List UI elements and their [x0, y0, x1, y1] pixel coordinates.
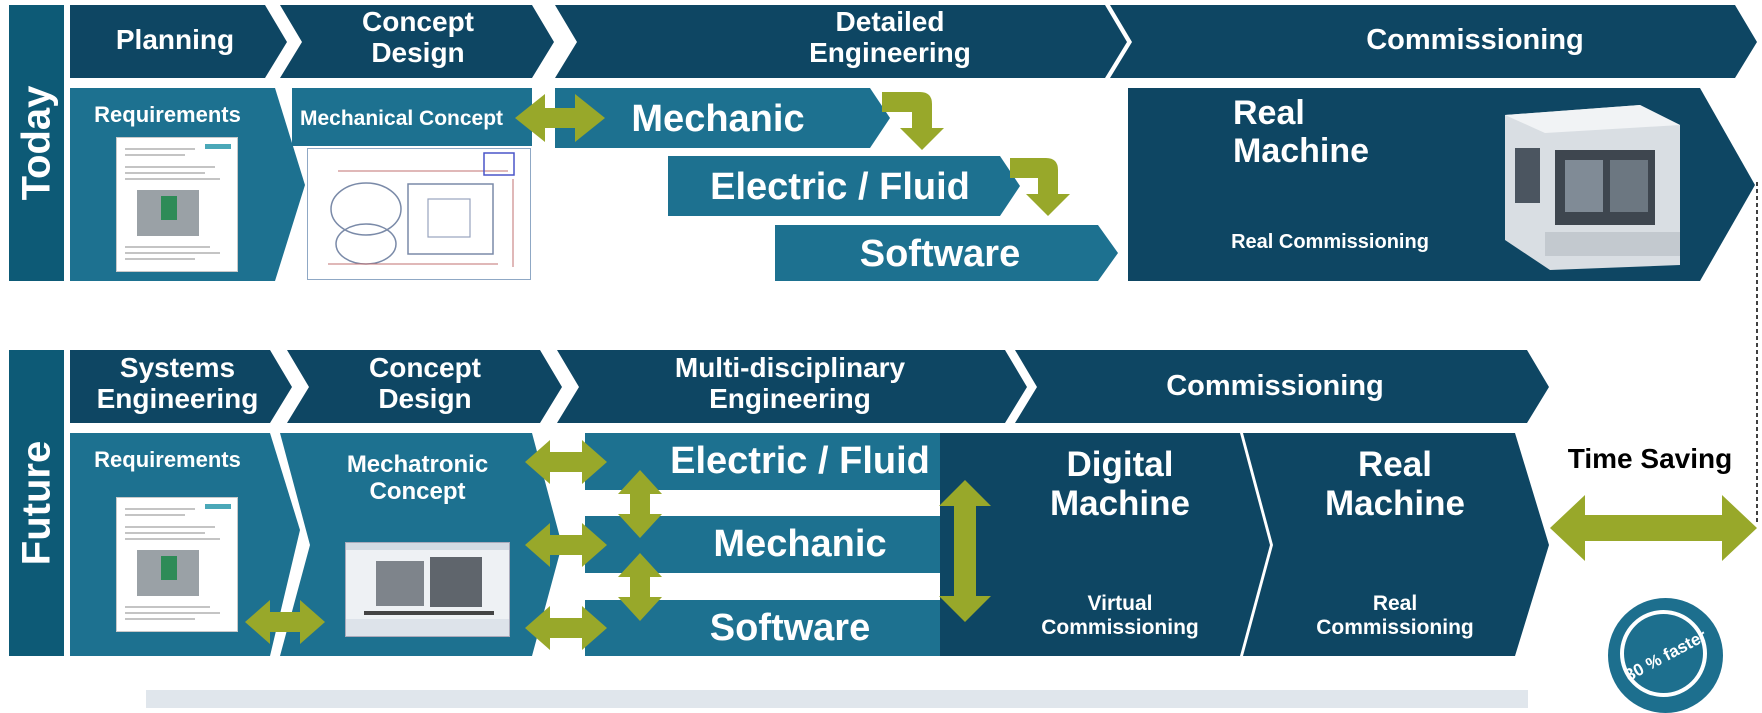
real-machine-illustration	[1505, 105, 1680, 270]
future-phase-multidisciplinary-engineering	[557, 350, 1027, 423]
mechanic-to-electric-arrow	[882, 92, 944, 150]
today-mechanic-label: Mechanic	[631, 98, 805, 140]
future-mechatronic-concept-label: Mechatronic Concept	[346, 451, 489, 505]
future-digital-machine-label: Digital Machine	[1049, 445, 1191, 524]
future-requirements-document	[116, 497, 238, 632]
today-electric-fluid-label: Electric / Fluid	[710, 166, 970, 208]
future-electric-fluid-block	[585, 433, 1010, 490]
today-side-label: Today	[9, 5, 64, 281]
time-saving-label: Time Saving	[1567, 443, 1733, 474]
badge-ring	[1620, 610, 1707, 697]
mechanic-concept-double-arrow	[515, 94, 605, 142]
today-phase-detailed-engineering-label: Detailed Engineering	[809, 6, 971, 69]
future-phase-commissioning	[1015, 350, 1549, 423]
future-virtual-commissioning-label: Virtual Commissioning	[1041, 592, 1199, 639]
today-real-commissioning-label: Real Commissioning	[1231, 231, 1429, 253]
footer-bar	[146, 690, 1528, 708]
today-phase-concept-design-label: Concept Design	[362, 6, 474, 69]
today-phase-commissioning	[1110, 5, 1757, 78]
today-software-label: Software	[859, 233, 1021, 275]
future-mechanic-label: Mechanic	[713, 523, 887, 565]
today-phase-concept-design	[280, 5, 554, 78]
future-phase-concept-design-label: Concept Design	[369, 352, 481, 415]
today-electric-fluid-block	[668, 156, 1020, 216]
electric-mechanic-vertical-arrow	[618, 470, 662, 538]
today-real-machine-label: Real Machine	[1233, 94, 1370, 171]
requirements-to-mechatronic-arrow	[245, 600, 325, 644]
future-phase-systems-engineering-label: Systems Engineering	[96, 352, 259, 415]
today-mechanical-concept-block	[292, 88, 532, 146]
thirty-percent-faster-badge: 30 % faster	[1608, 598, 1723, 713]
today-phase-planning	[70, 5, 287, 78]
future-phase-concept-design	[287, 350, 562, 423]
future-phase-systems-engineering	[70, 350, 292, 423]
electric-to-software-arrow	[1010, 158, 1070, 216]
future-real-machine-label: Real Machine	[1324, 445, 1466, 524]
mechatronic-electric-arrow	[525, 440, 607, 484]
future-electric-fluid-label: Electric / Fluid	[670, 440, 930, 482]
today-phase-planning-label: Planning	[115, 24, 235, 55]
today-requirements-label: Requirements	[94, 102, 241, 127]
today-requirements-document	[116, 137, 238, 272]
future-real-machine-block	[1243, 433, 1549, 656]
future-software-block	[585, 600, 1010, 656]
today-label: Today	[14, 85, 58, 201]
future-mechanic-block	[585, 516, 1010, 573]
today-phase-detailed-engineering	[555, 5, 1127, 78]
future-phase-multidisciplinary-engineering-label: Multi-disciplinary Engineering	[674, 352, 906, 415]
today-phase-commissioning-label: Commissioning	[1366, 24, 1584, 56]
future-digital-machine-block	[940, 433, 1270, 656]
today-software-block	[775, 225, 1118, 281]
multidisciplinary-vertical-arrow	[939, 480, 991, 622]
mechatronic-cad-screenshot	[345, 542, 510, 637]
future-side-label: Future	[9, 350, 64, 656]
mechanical-concept-sketch	[307, 148, 531, 280]
future-requirements-label: Requirements	[94, 447, 241, 472]
mechanic-software-vertical-arrow	[618, 553, 662, 621]
mechatronic-mechanic-arrow	[525, 523, 607, 567]
today-mechanical-concept-label: Mechanical Concept	[300, 107, 504, 130]
mechatronic-software-arrow	[525, 606, 607, 650]
future-phase-commissioning-label: Commissioning	[1166, 370, 1384, 402]
future-label: Future	[14, 440, 58, 566]
time-saving-double-arrow	[1550, 495, 1757, 561]
future-real-commissioning-label: Real Commissioning	[1316, 592, 1474, 639]
future-software-label: Software	[709, 607, 871, 649]
today-mechanic-block	[555, 88, 890, 148]
sketch-drawing	[328, 152, 515, 267]
